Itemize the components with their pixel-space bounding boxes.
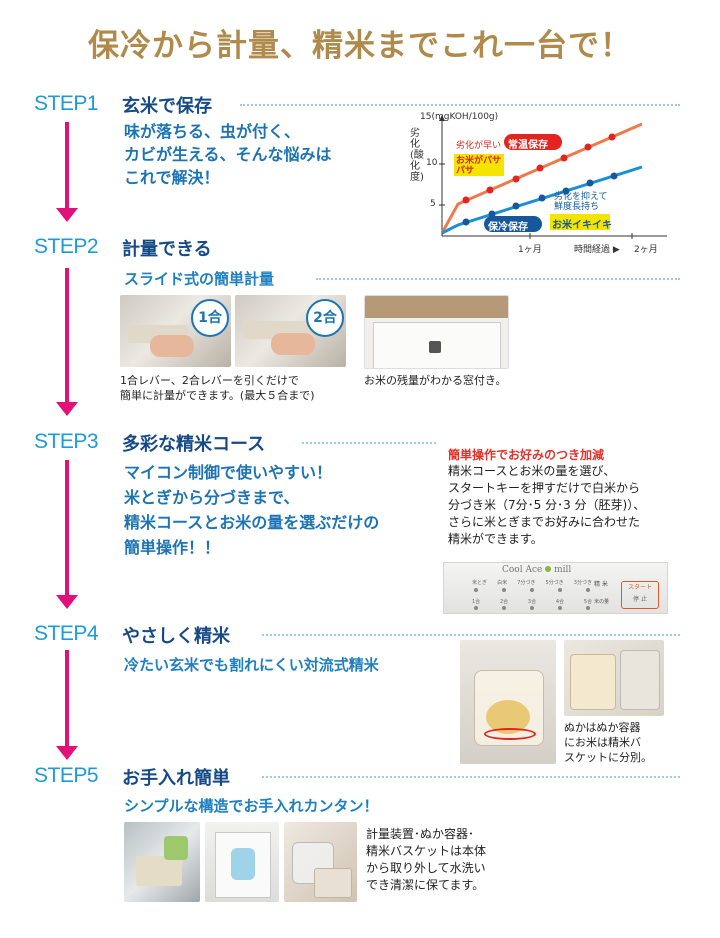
washing-part-photo <box>124 822 200 902</box>
step3-lead-line-2: 米とぎから分づきまで、 <box>124 488 300 507</box>
step1-lead-line-2: カビが生える、そんな悩みは <box>124 145 332 164</box>
control-amount-label: 米の量 <box>594 599 610 605</box>
start-label: スタート <box>627 584 652 591</box>
step2-caption-right: お米の残量がわかる窓付き。 <box>364 374 507 387</box>
control-panel: Cool Ace mill 米とぎ 白米 7分づき 5分づき 3分づき 1合 2… <box>443 562 668 614</box>
badge-1go: 1合 <box>191 299 229 337</box>
control-course-label: 精 米 <box>594 581 608 588</box>
step2-sub: スライド式の簡単計量 <box>124 270 275 288</box>
step5-caption-1: 計量装置･ぬか容器･ <box>366 827 475 841</box>
course-hakumai[interactable]: 白米 <box>497 580 508 586</box>
step1-lead-line-1: 味が落ちる、虫が付く、 <box>124 122 301 141</box>
graph-note-slow-big: お米イキイキ <box>552 220 612 231</box>
step1-title: 玄米で保存 <box>122 96 212 117</box>
freshness-graph: 15(mgKOH/100g) 劣化(酸化度) 10 5 1ヶ月 時間経過 ▶ 2… <box>410 112 674 264</box>
rice-window-photo <box>364 295 509 369</box>
step4-title: やさしく精米 <box>122 626 230 647</box>
step3-panel-line-3: 分づき米（7分･5 分･3 分（胚芽)）、 <box>448 498 646 512</box>
amount-3go[interactable]: 3合 <box>527 599 537 605</box>
graph-series-cold-label: 保冷保存 <box>488 222 528 233</box>
step4-arrow-shaft <box>65 650 69 748</box>
page-headline: 保冷から計量、精米までこれ一台で！ <box>88 28 632 64</box>
graph-x-tick-1: 1ヶ月 <box>518 245 542 255</box>
step1-lead-line-3: これで解決！ <box>124 168 220 187</box>
step3-divider <box>302 442 436 444</box>
step5-caption-3: から取り外して水洗い <box>366 861 486 875</box>
step4-arrow-head <box>56 746 78 760</box>
step3-lead-line-4: 簡単操作！！ <box>124 538 221 557</box>
badge-2go: 2合 <box>306 299 344 337</box>
graph-note-slow-1: 劣化を抑えて <box>554 192 608 202</box>
step5-caption-4: でき清潔に保てます。 <box>366 878 485 892</box>
graph-note-slow-2: 鮮度長持ち <box>554 202 600 212</box>
amount-4go[interactable]: 4合 <box>555 599 565 605</box>
step3-panel-line-1: 精米コースとお米の量を選び、 <box>448 464 616 478</box>
step2-divider <box>316 278 680 280</box>
step4-caption-3: スケットに分別。 <box>564 751 652 764</box>
step3-title: 多彩な精米コース <box>122 434 266 455</box>
step1-arrow-head <box>56 208 78 222</box>
step5-sub: シンプルな構造でお手入れカンタン！ <box>124 797 379 815</box>
step3-panel-line-5: 精米ができます。 <box>448 532 543 546</box>
step2-arrow-head <box>56 402 78 416</box>
step3-label: STEP3 <box>34 430 99 453</box>
milling-basket-photo <box>460 640 556 764</box>
step5-caption-2: 精米バスケットは本体 <box>366 844 487 858</box>
step1-arrow-shaft <box>65 122 69 212</box>
step3-lead-line-1: マイコン制御で使いやすい！ <box>124 463 333 482</box>
graph-series-room-label: 常温保存 <box>508 140 548 151</box>
course-3bu[interactable]: 3分づき <box>573 580 592 586</box>
stop-label: 停 止 <box>633 596 647 603</box>
graph-x-label: 時間経過 ▶ <box>574 245 620 255</box>
step5-divider <box>262 776 680 778</box>
graph-x-tick-2: 2ヶ月 <box>634 245 658 255</box>
graph-y-tick-10: 10 <box>426 158 438 168</box>
step5-title: お手入れ簡単 <box>122 768 230 789</box>
step4-sub: 冷たい玄米でも割れにくい対流式精米 <box>124 656 379 674</box>
leaf-icon <box>545 566 552 572</box>
graph-note-fast: 劣化が早い <box>456 141 502 151</box>
step2-label: STEP2 <box>34 235 99 258</box>
step2-title: 計量できる <box>122 239 212 260</box>
step3-panel-title: 簡単操作でお好みのつき加減 <box>448 448 605 462</box>
amount-1go[interactable]: 1合 <box>472 599 481 605</box>
step4-divider <box>262 634 680 636</box>
step3-lead-line-3: 精米コースとお米の量を選ぶだけの <box>124 513 380 532</box>
step4-caption-2: にお米は精米バ <box>564 736 641 749</box>
step3-panel-line-2: スタートキーを押すだけで白米から <box>448 481 641 495</box>
washing-container-photo <box>284 822 357 902</box>
control-panel-brand: Cool Ace <box>502 565 543 575</box>
graph-y-tick-5: 5 <box>430 199 436 209</box>
course-7bu[interactable]: 7分づき <box>517 580 536 586</box>
control-panel-brand2: mill <box>554 565 572 575</box>
amount-5go[interactable]: 5合 <box>583 599 592 605</box>
step4-label: STEP4 <box>34 622 99 645</box>
amount-2go[interactable]: 2合 <box>499 599 509 605</box>
washing-basket-photo <box>205 822 279 902</box>
step3-arrow-shaft <box>65 460 69 598</box>
step2-caption-left-1: 1合レバー、2合レバーを引くだけで <box>120 374 299 387</box>
step4-caption-1: ぬかはぬか容器 <box>564 721 641 734</box>
graph-y-unit: 15(mgKOH/100g) <box>420 112 499 122</box>
course-kometogi[interactable]: 米とぎ <box>472 580 488 586</box>
step1-label: STEP1 <box>34 92 99 115</box>
step2-arrow-shaft <box>65 268 69 405</box>
bran-container-photo <box>564 640 664 716</box>
start-stop-button[interactable]: スタート 停 止 <box>621 581 659 609</box>
graph-note-fast-big: お米がパサパサ <box>456 156 502 176</box>
step3-arrow-head <box>56 595 78 609</box>
step1-divider <box>240 104 680 106</box>
step3-panel-line-4: さらに米とぎまでお好みに合わせた <box>448 515 641 529</box>
graph-y-label: 劣化(酸化度) <box>410 128 424 183</box>
course-5bu[interactable]: 5分づき <box>545 580 564 586</box>
step2-caption-left-2: 簡単に計量ができます。(最大５合まで) <box>120 389 315 402</box>
step5-label: STEP5 <box>34 764 99 787</box>
